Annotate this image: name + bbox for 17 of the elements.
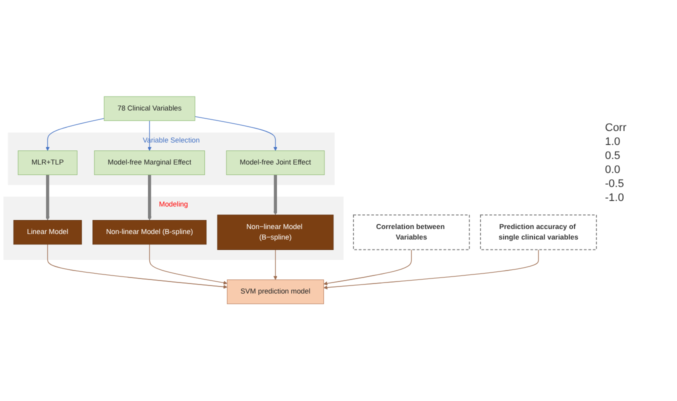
scale-label: 1.0: [605, 136, 622, 148]
arrow: [47, 244, 228, 290]
arrow: [324, 250, 539, 290]
arrow: [324, 250, 412, 286]
arrow: [148, 175, 152, 221]
arrow: [148, 120, 152, 152]
arrow: [149, 244, 228, 285]
scale-label: 0.0: [605, 164, 622, 176]
scale-label: 0.5: [605, 150, 622, 162]
scale-label: -1.0: [605, 192, 625, 204]
arrow: [273, 175, 278, 216]
scale-label: -0.5: [605, 178, 625, 190]
scale-label: Corr: [605, 122, 628, 134]
arrow: [46, 118, 104, 152]
arrow: [46, 175, 50, 221]
arrow: [194, 116, 278, 152]
arrow: [273, 250, 278, 280]
